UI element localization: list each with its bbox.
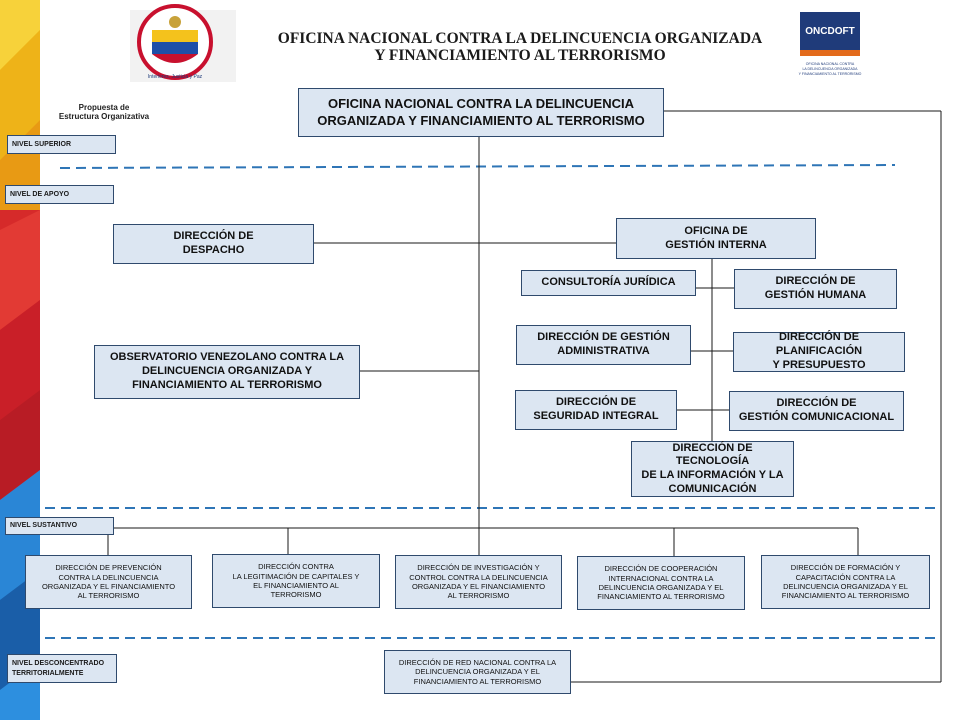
consultoria-juridica-box: CONSULTORÍA JURÍDICA xyxy=(521,270,696,296)
left-decorative-band xyxy=(0,0,40,720)
direccion-legitimacion-box: DIRECCIÓN CONTRA LA LEGITIMACIÓN DE CAPI… xyxy=(212,554,380,608)
svg-text:Interiores, Justicia y Paz: Interiores, Justicia y Paz xyxy=(148,74,203,80)
page-title-line1: OFICINA NACIONAL CONTRA LA DELINCUENCIA … xyxy=(277,30,763,47)
seguridad-integral-box: DIRECCIÓN DE SEGURIDAD INTEGRAL xyxy=(515,390,677,430)
svg-text:OFICINA NACIONAL CONTRA: OFICINA NACIONAL CONTRA xyxy=(806,62,855,66)
direccion-prevencion-box: DIRECCIÓN DE PREVENCIÓN CONTRA LA DELINC… xyxy=(25,555,192,609)
direccion-formacion-box: DIRECCIÓN DE FORMACIÓN Y CAPACITACIÓN CO… xyxy=(761,555,930,609)
level-desconcentrado: NIVEL DESCONCENTRADO TERRITORIALMENTE xyxy=(7,654,117,683)
svg-text:ONCDOFT: ONCDOFT xyxy=(805,26,854,37)
despacho-box: DIRECCIÓN DE DESPACHO xyxy=(113,224,314,264)
level-apoyo: NIVEL DE APOYO xyxy=(5,185,114,204)
page-title: OFICINA NACIONAL CONTRA LA DELINCUENCIA … xyxy=(260,30,780,64)
level-superior: NIVEL SUPERIOR xyxy=(7,135,116,154)
tecnologia-box: DIRECCIÓN DE TECNOLOGÍA DE LA INFORMACIÓ… xyxy=(631,441,794,497)
top-office-box: OFICINA NACIONAL CONTRA LA DELINCUENCIA … xyxy=(298,88,664,137)
direccion-red-nacional-box: DIRECCIÓN DE RED NACIONAL CONTRA LA DELI… xyxy=(384,650,571,694)
direccion-investigacion-box: DIRECCIÓN DE INVESTIGACIÓN Y CONTROL CON… xyxy=(395,555,562,609)
gestion-interna-box: OFICINA DE GESTIÓN INTERNA xyxy=(616,218,816,259)
connector-lines xyxy=(107,110,942,683)
gestion-administrativa-box: DIRECCIÓN DE GESTIÓN ADMINISTRATIVA xyxy=(516,325,691,365)
planificacion-box: DIRECCIÓN DE PLANIFICACIÓN Y PRESUPUESTO xyxy=(733,331,905,372)
svg-text:Y FINANCIAMIENTO AL TERRORISMO: Y FINANCIAMIENTO AL TERRORISMO xyxy=(799,72,862,76)
svg-text:LA DELINCUENCIA ORGANIZADA: LA DELINCUENCIA ORGANIZADA xyxy=(802,67,858,71)
oncdoft-logo: ONCDOFT OFICINA NACIONAL CONTRA LA DELIN… xyxy=(799,12,862,78)
proposal-label: Propuesta de Estructura Organizativa xyxy=(58,103,150,121)
gestion-humana-box: DIRECCIÓN DE GESTIÓN HUMANA xyxy=(734,269,897,309)
observatorio-box: OBSERVATORIO VENEZOLANO CONTRA LA DELINC… xyxy=(94,345,360,399)
page-title-line2: Y FINANCIAMIENTO AL TERRORISMO xyxy=(374,47,666,64)
level-sustantivo: NIVEL SUSTANTIVO xyxy=(5,517,114,535)
ministry-seal-logo: Interiores, Justicia y Paz xyxy=(130,4,236,82)
gestion-comunicacional-box: DIRECCIÓN DE GESTIÓN COMUNICACIONAL xyxy=(729,391,904,431)
direccion-cooperacion-box: DIRECCIÓN DE COOPERACIÓN INTERNACIONAL C… xyxy=(577,556,745,610)
separator-superior xyxy=(59,164,896,169)
